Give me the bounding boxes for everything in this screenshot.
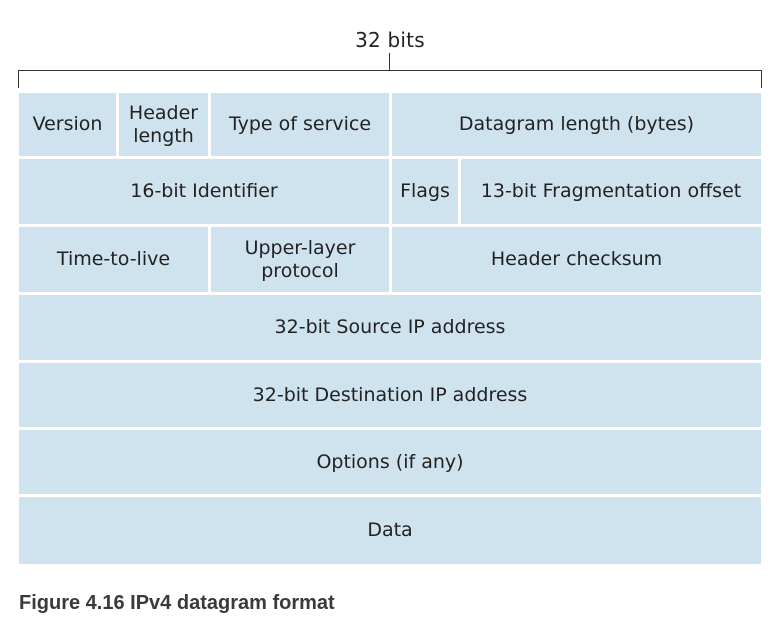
bit-width-label: 32 bits (355, 28, 425, 52)
field-time-to-live: Time-to-live (19, 227, 208, 292)
field-destination-ip: 32-bit Destination IP address (19, 363, 761, 427)
bracket-right-end (761, 70, 762, 88)
field-type-of-service-label: Type of service (228, 113, 372, 135)
field-options: Options (if any) (19, 430, 761, 494)
field-identifier: 16-bit Identifier (19, 159, 389, 224)
field-upper-layer-protocol: Upper-layer protocol (211, 227, 389, 292)
field-header-checksum: Header checksum (392, 227, 761, 292)
figure-caption: Figure 4.16 IPv4 datagram format (19, 592, 335, 614)
field-data-label: Data (367, 519, 413, 541)
field-flags: Flags (392, 159, 458, 224)
bracket-center-tick (389, 53, 390, 70)
field-source-ip: 32-bit Source IP address (19, 295, 761, 360)
field-datagram-length: Datagram length (bytes) (392, 93, 761, 156)
bracket-left-end (18, 70, 19, 88)
field-version-label: Version (32, 113, 103, 135)
field-data: Data (19, 497, 761, 564)
field-fragmentation-offset: 13-bit Fragmentation offset (461, 159, 761, 224)
field-time-to-live-label: Time-to-live (56, 248, 171, 270)
field-options-label: Options (if any) (316, 450, 464, 473)
field-fragmentation-offset-label: 13-bit Fragmentation offset (480, 180, 742, 202)
field-header-checksum-label: Header checksum (490, 248, 663, 270)
field-source-ip-label: 32-bit Source IP address (274, 316, 506, 338)
field-identifier-label: 16-bit Identifier (130, 180, 278, 202)
field-type-of-service: Type of service (211, 93, 389, 156)
field-header-length-label: Header length (128, 101, 199, 147)
field-version: Version (19, 93, 116, 156)
field-flags-label: Flags (400, 180, 450, 202)
width-bracket (18, 70, 762, 71)
field-header-length: Header length (119, 93, 208, 156)
field-upper-layer-protocol-label: Upper-layer protocol (244, 236, 356, 282)
field-destination-ip-label: 32-bit Destination IP address (252, 383, 528, 406)
field-datagram-length-label: Datagram length (bytes) (458, 113, 695, 135)
